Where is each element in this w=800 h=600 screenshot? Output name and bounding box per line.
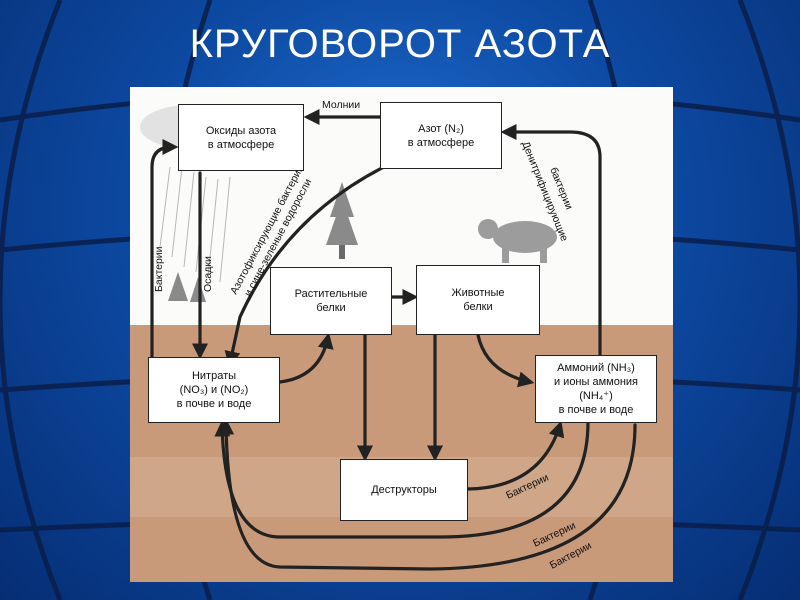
node-nitrates: Нитраты(NO₃) и (NO₂)в почве и воде bbox=[148, 357, 280, 423]
arrow-animal-to-ammonium bbox=[476, 333, 535, 388]
figure-drawing: Молнии Бактерии Осадки Азотофиксирующие … bbox=[130, 99, 673, 582]
node-ammonium: Аммоний (NH₃)и ионы аммония(NH₄⁺)в почве… bbox=[535, 355, 657, 423]
cycle-arrows bbox=[150, 109, 637, 571]
slide-title: КРУГОВОРОТ АЗОТА bbox=[189, 22, 611, 66]
nitrogen-cycle-figure: Молнии Бактерии Осадки Азотофиксирующие … bbox=[130, 87, 673, 582]
arrow-ammonium-return bbox=[218, 418, 637, 571]
arrow-nitrates-to-plant bbox=[278, 332, 334, 384]
arrow-destructors-to-ammonium bbox=[463, 420, 565, 491]
node-nitrogen: Азот (N₂)в атмосфере bbox=[380, 102, 502, 169]
arrow-bacteria-up bbox=[150, 139, 179, 369]
tree-illustration bbox=[168, 182, 358, 302]
rain-illustration bbox=[159, 166, 231, 283]
node-destructors: Деструкторы bbox=[340, 459, 468, 521]
label-precipitation: Осадки bbox=[202, 256, 214, 292]
label-lightning: Молнии bbox=[322, 99, 360, 111]
arrow-fixation bbox=[224, 155, 407, 368]
label-bacteria-left: Бактерии bbox=[153, 246, 165, 292]
arrow-denitrification bbox=[500, 124, 602, 357]
bear-illustration bbox=[478, 219, 557, 263]
